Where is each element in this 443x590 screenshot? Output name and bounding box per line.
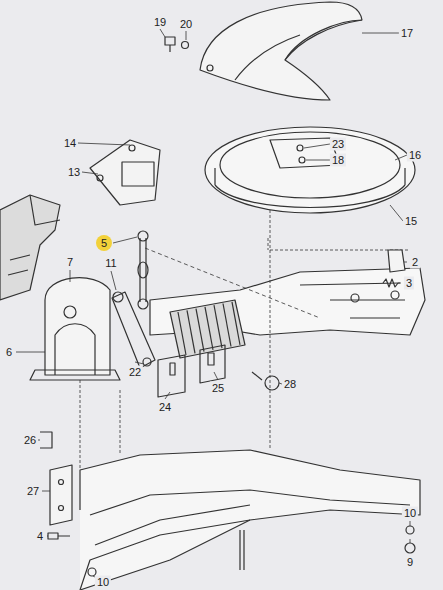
callout-number: 10 — [95, 576, 111, 589]
nut — [405, 543, 415, 553]
callout-number: 6 — [4, 346, 14, 359]
ball-joint — [113, 292, 123, 302]
callout-number: 27 — [25, 485, 41, 498]
clamp — [265, 376, 279, 390]
callout-number: 20 — [178, 18, 194, 31]
callout-number: 28 — [282, 378, 298, 391]
hole — [97, 175, 103, 181]
callout-number: 11 — [103, 257, 118, 270]
boot-cover — [200, 2, 362, 100]
bracket — [90, 140, 160, 205]
base-pan — [80, 450, 420, 590]
shim — [158, 355, 185, 397]
stud — [240, 530, 244, 570]
callout-number: 15 — [403, 215, 419, 228]
screw-hole — [207, 65, 213, 71]
callout-number: 17 — [399, 27, 415, 40]
hole — [59, 506, 64, 511]
housing-detail — [300, 283, 405, 318]
plate-base — [30, 370, 120, 380]
bellows — [170, 300, 245, 358]
callout-number: 10 — [402, 507, 418, 520]
callout-number: 4 — [35, 530, 45, 543]
callout-number: 14 — [62, 137, 78, 150]
callout-number: 5 — [99, 237, 109, 250]
clip — [40, 432, 52, 448]
callout-number: 7 — [65, 256, 75, 269]
bellows-rib — [214, 305, 222, 348]
spring — [383, 279, 398, 287]
rod — [140, 238, 146, 302]
callout-number: 13 — [66, 166, 82, 179]
bellows-rib — [196, 309, 204, 352]
callout-number: 19 — [152, 16, 168, 29]
clip — [388, 250, 405, 272]
mount-plate — [50, 465, 72, 525]
plate-arch — [55, 324, 95, 375]
ring — [205, 127, 415, 213]
pan-detail — [80, 490, 410, 590]
washer — [182, 42, 189, 49]
callout-number: 22 — [127, 366, 143, 379]
callout-number: 23 — [330, 138, 346, 151]
hole — [59, 480, 64, 485]
callout-number: 2 — [410, 256, 420, 269]
highlight — [96, 235, 112, 251]
shim — [200, 345, 225, 383]
callout-number: 25 — [210, 382, 226, 395]
bellows-rib — [205, 307, 213, 350]
bellows-rib — [178, 312, 186, 355]
callout-number: 26 — [22, 434, 38, 447]
callout-number: 16 — [407, 149, 423, 162]
plate-hole — [64, 306, 76, 318]
clamp-tail — [252, 372, 262, 380]
callout-number: 9 — [405, 556, 415, 569]
leader-lines — [16, 29, 410, 577]
screw — [299, 157, 305, 163]
boot-cover-detail — [235, 20, 362, 80]
rod-sleeve — [138, 262, 148, 278]
hole — [391, 291, 399, 299]
rod-end — [138, 299, 148, 309]
centre-line — [270, 210, 410, 250]
hole — [129, 145, 135, 151]
support-plate — [45, 278, 110, 375]
ring-side — [215, 168, 405, 208]
gaiter-ribs — [8, 195, 60, 275]
centre-line — [80, 238, 270, 470]
bracket-block — [122, 162, 154, 186]
rod-end — [138, 231, 148, 241]
nut — [143, 358, 151, 366]
callout-number: 24 — [157, 401, 173, 414]
screw — [48, 533, 70, 539]
callout-number: 18 — [330, 154, 346, 167]
bellows-ribs — [178, 302, 240, 355]
screw — [165, 37, 175, 52]
hole — [351, 294, 359, 302]
gaiter — [0, 195, 60, 300]
washer — [406, 526, 414, 534]
bellows-rib — [223, 304, 231, 347]
callout-number: 3 — [404, 277, 414, 290]
bellows-rib — [232, 302, 240, 345]
bellows-rib — [187, 310, 195, 353]
screw — [297, 145, 303, 151]
ring-inner — [220, 132, 400, 198]
lever — [112, 292, 155, 368]
